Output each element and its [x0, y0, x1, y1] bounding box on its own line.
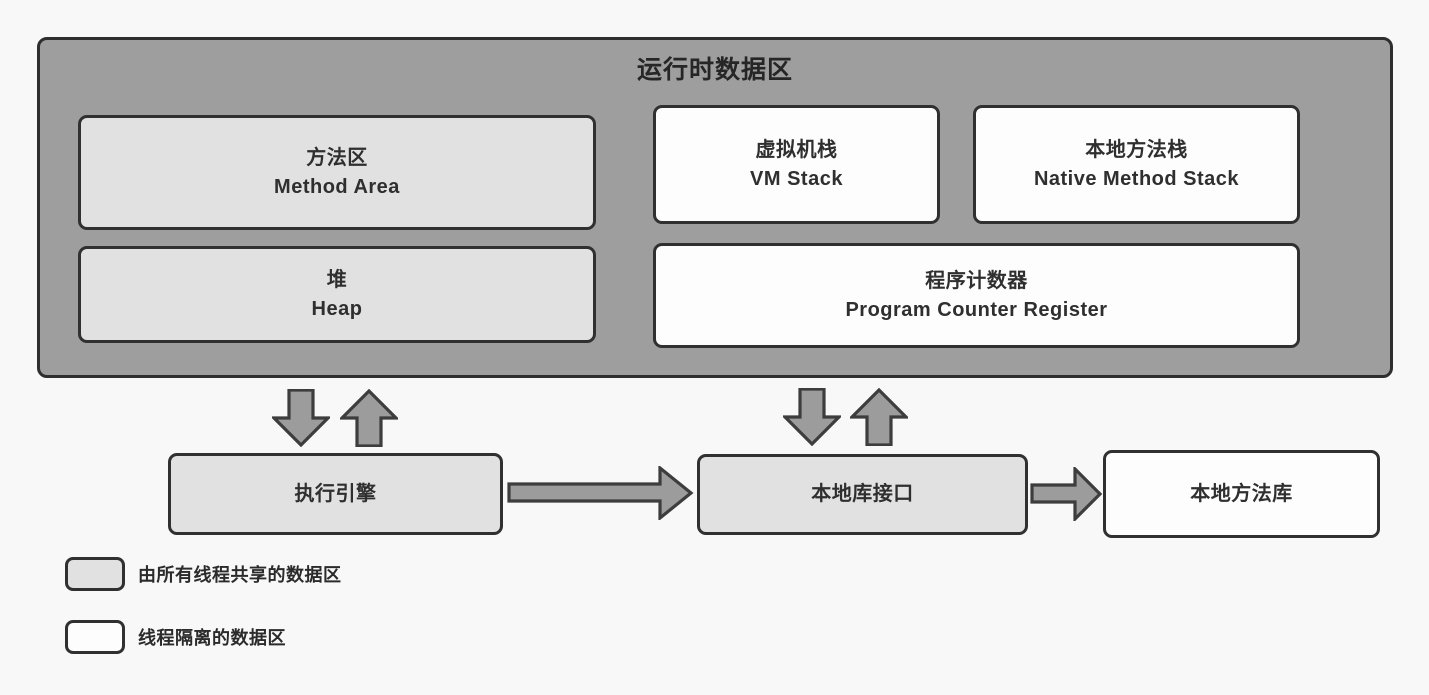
program-counter-box: 程序计数器 Program Counter Register — [653, 243, 1300, 348]
native-method-stack-label-en: Native Method Stack — [1033, 167, 1240, 190]
runtime-data-area-container: 运行时数据区 方法区 Method Area 堆 Heap 虚拟机栈 VM St… — [37, 37, 1393, 378]
heap-label-en: Heap — [311, 297, 363, 320]
legend-item-shared: 由所有线程共享的数据区 — [65, 557, 342, 591]
native-method-library-box: 本地方法库 — [1103, 450, 1380, 538]
right-arrow-icon — [507, 466, 694, 520]
vm-stack-box: 虚拟机栈 VM Stack — [653, 105, 940, 224]
right-arrow-icon — [1030, 467, 1103, 521]
native-method-library-label: 本地方法库 — [1190, 482, 1293, 505]
native-method-stack-label-zh: 本地方法栈 — [1085, 138, 1188, 161]
isolated-swatch-icon — [65, 620, 125, 654]
native-library-interface-box: 本地库接口 — [697, 454, 1028, 535]
legend-item-isolated: 线程隔离的数据区 — [65, 620, 286, 654]
native-library-interface-label: 本地库接口 — [811, 483, 914, 505]
execution-engine-label: 执行引擎 — [294, 482, 377, 505]
up-arrow-icon — [340, 389, 398, 447]
up-arrow-icon — [850, 388, 908, 446]
legend-shared-label: 由所有线程共享的数据区 — [138, 565, 342, 585]
down-arrow-icon — [272, 389, 330, 447]
shared-swatch-icon — [65, 557, 125, 591]
heap-label-zh: 堆 — [326, 268, 348, 291]
method-area-label-zh: 方法区 — [306, 146, 368, 169]
method-area-label-en: Method Area — [274, 175, 400, 198]
execution-engine-box: 执行引擎 — [168, 453, 503, 535]
down-arrow-icon — [783, 388, 841, 446]
method-area-box: 方法区 Method Area — [78, 115, 596, 230]
heap-box: 堆 Heap — [78, 246, 596, 343]
program-counter-label-en: Program Counter Register — [845, 298, 1108, 321]
runtime-data-area-title: 运行时数据区 — [636, 56, 793, 84]
program-counter-label-zh: 程序计数器 — [925, 269, 1028, 292]
legend-isolated-label: 线程隔离的数据区 — [138, 628, 286, 648]
vm-stack-label-en: VM Stack — [750, 167, 843, 190]
vm-stack-label-zh: 虚拟机栈 — [755, 138, 838, 161]
native-method-stack-box: 本地方法栈 Native Method Stack — [973, 105, 1300, 224]
